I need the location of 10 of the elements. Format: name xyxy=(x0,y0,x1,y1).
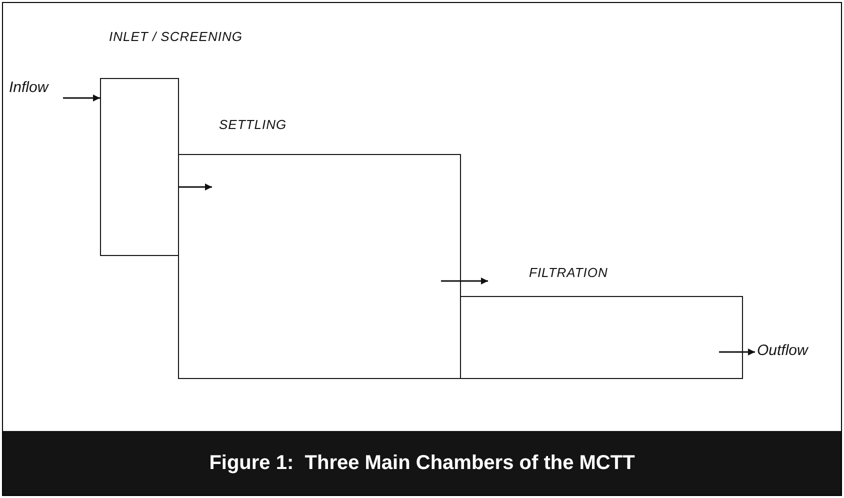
chamber-heading: INLET / SCREENING xyxy=(109,29,242,44)
flow-label: Outflow xyxy=(757,342,808,359)
arrow xyxy=(719,348,755,356)
chamber-heading: SETTLING xyxy=(219,117,287,132)
arrow xyxy=(179,184,212,190)
arrow xyxy=(63,94,100,102)
flow-label: Inflow xyxy=(9,79,48,96)
figure-caption: Figure 1: Three Main Chambers of the MCTT xyxy=(209,452,635,474)
chamber-heading: FILTRATION xyxy=(529,265,608,280)
arrow xyxy=(441,278,488,284)
